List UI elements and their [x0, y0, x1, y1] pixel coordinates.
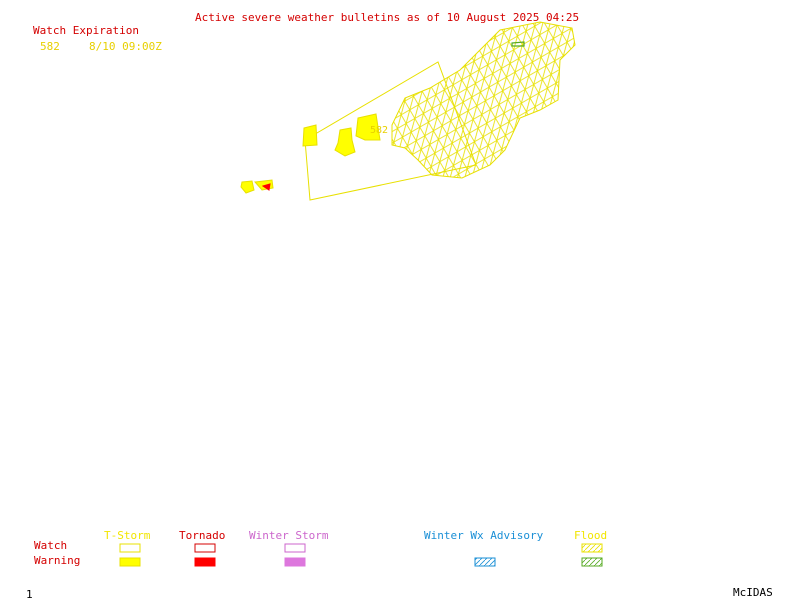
tstorm-warning-areas	[240, 113, 381, 194]
legend-tstorm-watch-swatch	[119, 543, 141, 553]
flood-warning-area	[511, 41, 525, 47]
legend-tstorm-warning-swatch	[119, 557, 141, 567]
frame-number: 1	[26, 588, 33, 601]
watch-expiration-number: 582	[40, 40, 60, 53]
legend-tornado-label: Tornado	[179, 529, 226, 542]
mcidas-brand: McIDAS	[733, 586, 773, 599]
legend-tornado-watch-swatch	[194, 543, 216, 553]
legend-flood-watch-swatch	[581, 543, 603, 553]
page-title: Active severe weather bulletins as of 10…	[195, 11, 580, 24]
legend-flood-warning-swatch	[581, 557, 603, 567]
legend-tornado-warning-swatch	[194, 557, 216, 567]
watch-expiration-heading: Watch Expiration	[33, 24, 139, 37]
legend-swatches	[119, 543, 603, 567]
legend-winter-storm-watch-swatch	[284, 543, 306, 553]
watch-expiration-time: 8/10 09:00Z	[89, 40, 162, 53]
tornado-warning-area	[261, 183, 271, 191]
legend-winter-wx-warning-swatch	[474, 557, 496, 567]
watch-box-label: 582	[370, 125, 389, 136]
legend-row-warning: Warning	[34, 554, 81, 567]
legend-winter-storm-label: Winter Storm	[249, 529, 329, 542]
legend-row-watch: Watch	[34, 539, 68, 552]
flood-advisory-area	[391, 21, 576, 179]
legend-tstorm-label: T-Storm	[104, 529, 151, 542]
legend-winter-storm-warning-swatch	[284, 557, 306, 567]
legend-winter-wx-label: Winter Wx Advisory	[424, 529, 544, 542]
legend-flood-label: Flood	[574, 529, 608, 542]
